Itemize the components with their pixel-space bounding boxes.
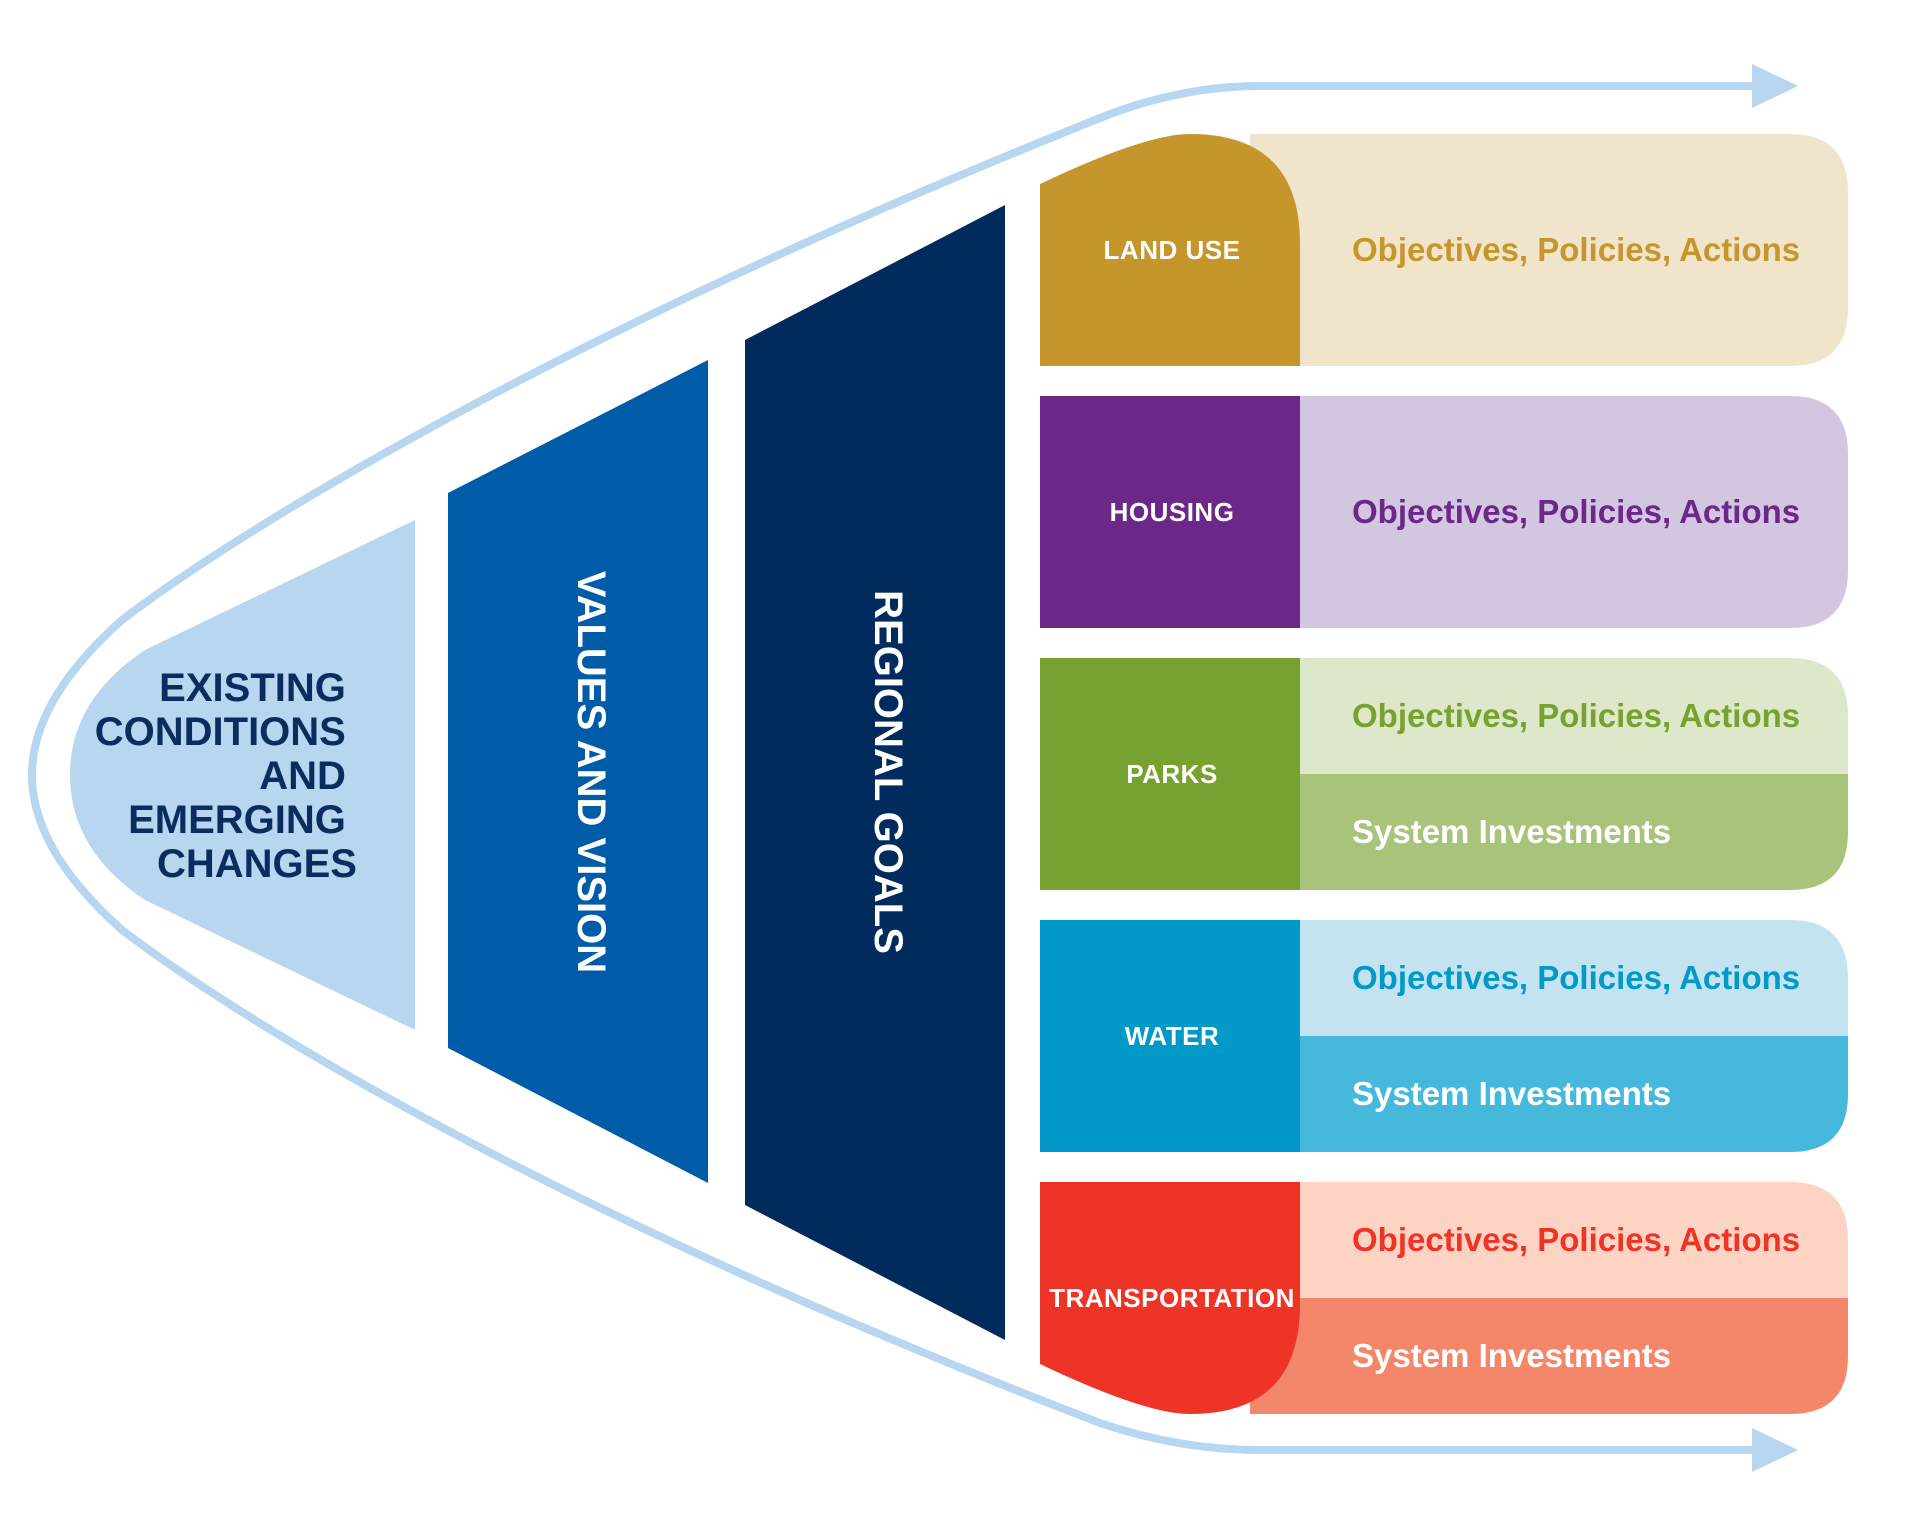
- arrow-bottom-line: [118, 926, 1769, 1454]
- water-strip-1-bg: [1250, 920, 1848, 1036]
- parks-label-block: [1040, 658, 1300, 890]
- arrow-top-line: [118, 82, 1769, 624]
- housing-label: HOUSING: [1110, 497, 1235, 527]
- transportation-label: TRANSPORTATION: [1049, 1283, 1295, 1313]
- parks-strip-2-label: System Investments: [1352, 813, 1671, 850]
- transportation-strip-2-label: System Investments: [1352, 1337, 1671, 1374]
- regional-goals-label: REGIONAL GOALS: [866, 590, 910, 954]
- stage-values-and-vision: VALUES AND VISION: [448, 360, 708, 1183]
- land-use-strip-1-bg: [1250, 134, 1848, 366]
- parks-strip-1-label: Objectives, Policies, Actions: [1352, 697, 1800, 734]
- regional-goals-shape: [745, 205, 1005, 1340]
- values-and-vision-label: VALUES AND VISION: [569, 571, 613, 973]
- existing-conditions-shape: [70, 520, 415, 1030]
- arrowhead-bottom-icon: [1752, 1428, 1798, 1472]
- land-use-label: LAND USE: [1104, 235, 1241, 265]
- category-row-housing: Objectives, Policies, Actions HOUSING: [1040, 396, 1848, 628]
- land-use-label-block: [1040, 134, 1300, 366]
- housing-strip-1-bg: [1250, 396, 1848, 628]
- transportation-strip-2-bg: [1250, 1298, 1848, 1414]
- values-and-vision-shape: [448, 360, 708, 1183]
- parks-label: PARKS: [1126, 759, 1218, 789]
- transportation-strip-1-label: Objectives, Policies, Actions: [1352, 1221, 1800, 1258]
- parks-strip-2-bg: [1250, 774, 1848, 890]
- housing-label-block: [1040, 396, 1300, 628]
- arrowhead-top-icon: [1752, 64, 1798, 108]
- parks-strip-1-bg: [1250, 658, 1848, 774]
- arrow-nose-curve: [27, 616, 126, 934]
- transportation-strip-1-bg: [1250, 1182, 1848, 1298]
- existing-line-5: CHANGES: [157, 842, 357, 886]
- water-label-block: [1040, 920, 1300, 1152]
- existing-line-1: EXISTING: [159, 666, 346, 710]
- category-row-land-use: Objectives, Policies, Actions LAND USE: [1040, 134, 1848, 366]
- water-label: WATER: [1125, 1021, 1219, 1051]
- water-strip-1-label: Objectives, Policies, Actions: [1352, 959, 1800, 996]
- existing-line-2: CONDITIONS: [95, 710, 346, 754]
- stage-existing-conditions: EXISTING CONDITIONS AND EMERGING CHANGES: [70, 520, 415, 1030]
- funnel-arrow-outline: [27, 64, 1798, 1472]
- existing-line-3: AND: [259, 754, 346, 798]
- stage-regional-goals: REGIONAL GOALS: [745, 205, 1005, 1340]
- water-strip-2-label: System Investments: [1352, 1075, 1671, 1112]
- transportation-label-block: [1040, 1182, 1300, 1414]
- existing-conditions-label: EXISTING CONDITIONS AND EMERGING CHANGES: [95, 666, 357, 886]
- water-strip-2-bg: [1250, 1036, 1848, 1152]
- land-use-strip-1-label: Objectives, Policies, Actions: [1352, 231, 1800, 268]
- existing-line-4: EMERGING: [128, 798, 346, 842]
- housing-strip-1-label: Objectives, Policies, Actions: [1352, 493, 1800, 530]
